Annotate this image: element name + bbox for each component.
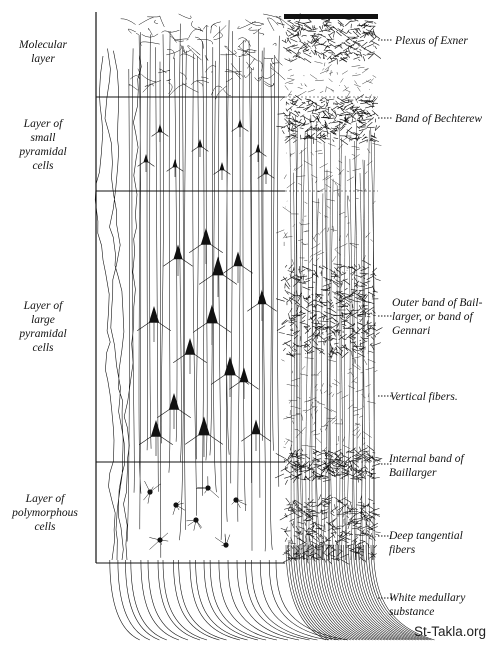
label-vertical-fibers: Vertical fibers. [390, 391, 458, 403]
polymorphous-cell-1-processes [143, 480, 161, 504]
large-pyramidal-cell-3 [212, 256, 224, 276]
outer-band-of-baillarger-fibers [275, 260, 383, 359]
label-molecular-layer: Molecular layer [19, 39, 67, 65]
polymorphous-cell-5-processes [186, 519, 202, 531]
small-pyramidal-cell-6 [255, 144, 261, 153]
small-pyramidal-cell-1-dendrites [151, 131, 169, 142]
small-pyramidal-cell-4-dendrites [166, 166, 184, 177]
fiber-panel [274, 13, 435, 641]
large-pyramidal-cell-7 [257, 289, 267, 305]
sparse-fibers-upper [275, 136, 382, 265]
large-pyramidal-cell-1 [173, 244, 183, 260]
large-pyramidal-cell-13-dendrites [241, 433, 271, 451]
large-pyramidal-cell-5 [148, 306, 160, 323]
label-internal-band-of-baillarger: Internal band of Baillarger [389, 453, 464, 479]
large-pyramidal-cell-2 [200, 228, 212, 245]
small-pyramidal-cell-7-dendrites [137, 161, 155, 172]
small-pyramidal-cell-5 [219, 162, 225, 171]
small-pyramidal-cell-5-dendrites [213, 169, 231, 180]
neuron-panel [94, 13, 349, 641]
apical-dendrites [126, 20, 280, 558]
large-pyramidal-cell-11 [168, 393, 180, 410]
band-of-bechterew-fibers [276, 94, 381, 145]
white-medullary-fibers [285, 544, 435, 641]
label-polymorphous-layer: Layer of polymorphous cells [12, 493, 78, 533]
polymorphous-cell-3-processes [195, 476, 220, 498]
small-pyramidal-cell-3 [237, 119, 243, 128]
large-pyramidal-cell-7-dendrites [247, 303, 277, 321]
large-pyramidal-cell-14-dendrites [139, 435, 173, 456]
large-pyramidal-cell-6 [206, 304, 218, 324]
label-white-medullary-substance: White medullary substance [389, 592, 466, 618]
molecular-plexus [120, 13, 295, 100]
large-pyramidal-cell-8 [184, 338, 196, 355]
large-pyramidal-cell-6-dendrites [192, 322, 232, 345]
label-leader-lines [378, 39, 392, 599]
small-pyramidal-cell-7 [143, 154, 149, 163]
ascending-axons [94, 48, 142, 561]
label-deep-tangential-fibers: Deep tangential fibers [389, 530, 463, 556]
large-pyramidal-cell-4 [233, 251, 243, 267]
polymorphous-cell-4-processes [231, 499, 247, 509]
large-pyramidal-cell-4-dendrites [223, 265, 253, 283]
label-outer-band-of-baillarger: Outer band of Bail- larger, or band of G… [392, 297, 483, 337]
small-pyramidal-cell-2 [197, 139, 203, 148]
polymorphous-cell-2-processes [172, 500, 186, 515]
large-pyramidal-cell-1-dendrites [163, 258, 193, 276]
label-band-of-bechterew: Band of Bechterew [395, 113, 483, 125]
small-pyramidal-cell-8 [263, 166, 269, 175]
large-pyramidal-cell-12-dendrites [184, 434, 224, 457]
small-pyramidal-cell-8-dendrites [257, 173, 275, 184]
descending-axons [109, 559, 349, 641]
large-pyramidal-cell-3-dendrites [198, 274, 238, 297]
fiber-top-border [284, 14, 378, 19]
watermark: St-Takla.org [413, 624, 486, 639]
small-pyramidal-cell-4 [172, 159, 178, 168]
large-pyramidal-cell-13 [251, 419, 261, 435]
large-pyramidal-cell-12 [198, 416, 210, 436]
label-small-pyramidal-layer: Layer of small pyramidal cells [19, 118, 67, 172]
small-pyramidal-cell-6-dendrites [249, 151, 267, 162]
small-pyramidal-cell-1 [157, 124, 163, 133]
vertical-fiber-radiations [289, 111, 376, 561]
plexus-of-exner-fibers [276, 13, 382, 65]
tangential-fibers-upper [280, 57, 377, 103]
large-pyramidal-cell-10-dendrites [229, 381, 259, 399]
small-pyramidal-cell-2-dendrites [191, 146, 209, 157]
large-pyramidal-cell-9 [224, 356, 236, 376]
polymorphous-cell-7-processes [149, 532, 169, 550]
layer-frame [95, 12, 378, 564]
label-plexus-of-exner: Plexus of Exner [395, 35, 468, 47]
large-pyramidal-cell-2-dendrites [189, 243, 223, 264]
large-pyramidal-cell-14 [150, 420, 162, 437]
large-pyramidal-cell-5-dendrites [137, 321, 171, 342]
polymorphous-cell-6-processes [214, 533, 231, 546]
large-pyramidal-cell-10 [239, 367, 249, 383]
sparse-fibers-middle [281, 351, 378, 451]
label-large-pyramidal-layer: Layer of large pyramidal cells [19, 300, 67, 354]
large-pyramidal-cell-8-dendrites [173, 353, 207, 374]
large-pyramidal-cell-11-dendrites [157, 408, 191, 429]
small-pyramidal-cell-3-dendrites [231, 126, 249, 137]
